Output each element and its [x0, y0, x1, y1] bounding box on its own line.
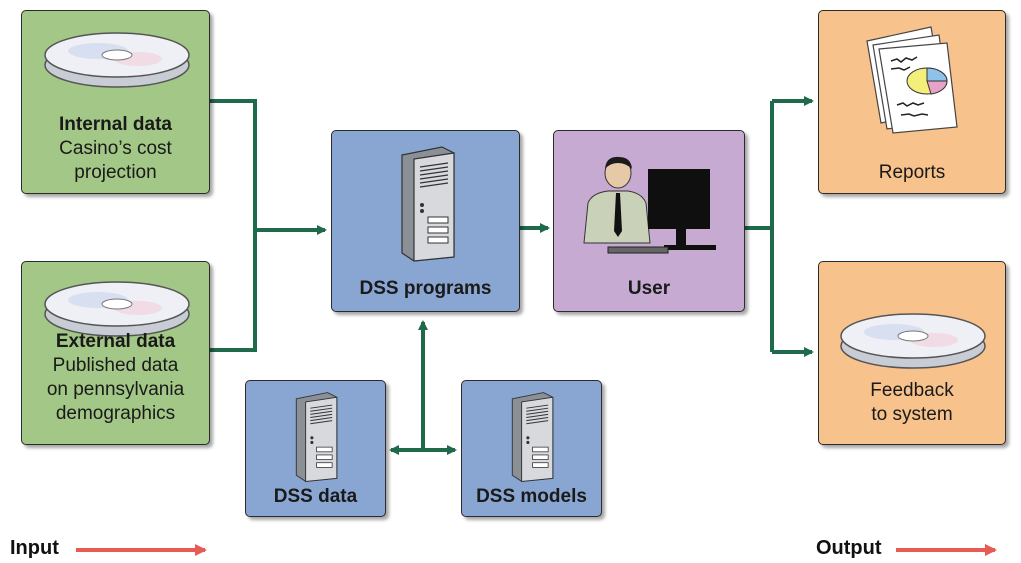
- external-data-line1: Published data: [52, 355, 179, 376]
- reports-label: Reports: [878, 162, 946, 183]
- external-data-line3: demographics: [55, 403, 176, 424]
- internal-data-line1: Casino’s cost: [59, 138, 172, 159]
- internal-data-line2: projection: [74, 162, 157, 183]
- user-box: User: [553, 130, 745, 312]
- disc-icon: [44, 32, 190, 88]
- internal-data-box: Internal data Casino’s cost projection: [21, 10, 210, 194]
- dss-programs-box: DSS programs: [331, 130, 520, 312]
- internal-connector: [210, 99, 257, 352]
- input-label: Input: [10, 537, 59, 559]
- reports-document-icon: [866, 26, 958, 134]
- dss-models-label: DSS models: [476, 486, 587, 507]
- dss-data-box: DSS data: [245, 380, 386, 517]
- server-icon: [511, 392, 554, 482]
- internal-data-title: Internal data: [59, 114, 172, 135]
- output-label: Output: [816, 537, 882, 559]
- disc-icon: [840, 313, 986, 369]
- feedback-label-line2: to system: [871, 404, 953, 425]
- feedback-box: Feedback to system: [818, 261, 1006, 445]
- external-data-line2: on pennsylvania: [46, 379, 185, 400]
- user-at-computer-icon: [583, 156, 716, 254]
- dss-models-box: DSS models: [461, 380, 602, 517]
- reports-box: Reports: [818, 10, 1006, 194]
- server-icon: [401, 146, 455, 262]
- server-icon: [295, 392, 338, 482]
- user-label: User: [627, 278, 671, 299]
- external-data-title: External data: [55, 331, 176, 352]
- feedback-label-line1: Feedback: [870, 380, 954, 401]
- dss-programs-label: DSS programs: [359, 278, 492, 299]
- dss-data-label: DSS data: [273, 486, 358, 507]
- external-data-box: External data Published data on pennsylv…: [21, 261, 210, 445]
- disc-icon: [44, 281, 190, 337]
